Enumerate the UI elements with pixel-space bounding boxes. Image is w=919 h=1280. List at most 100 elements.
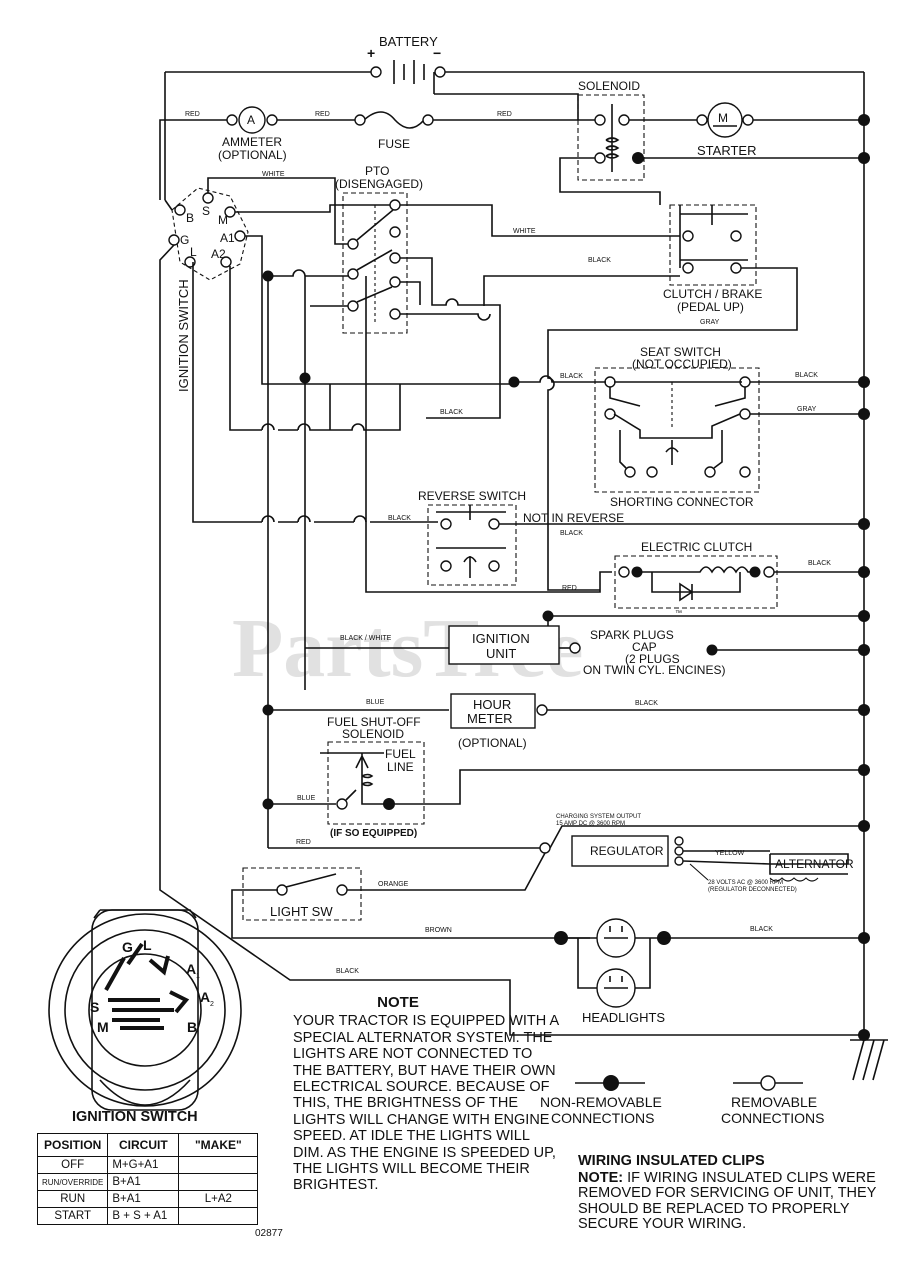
hour-meter-optional: (OPTIONAL) [458, 736, 527, 750]
ammeter-optional: (OPTIONAL) [218, 148, 287, 162]
pto-switch: PTO (DISENGAGED) WHITE [262, 164, 423, 334]
starter: M STARTER [696, 102, 870, 164]
legend: NON-REMOVABLE CONNECTIONS REMOVABLE CONN… [540, 1075, 824, 1126]
crossing-row-430 [261, 384, 401, 431]
fuse-label: FUSE [378, 137, 410, 151]
table-cell-position: RUN [36, 1190, 109, 1208]
fuel-line-label-1: FUEL [385, 747, 416, 761]
term-l: L [190, 245, 197, 259]
wire-black-8: BLACK [635, 700, 658, 707]
table-cell-position: OFF [36, 1156, 109, 1174]
key-s: S [90, 999, 99, 1015]
ignition-switch-terminals: B S M G A1 L A2 IGNITION SWITCH [168, 187, 249, 392]
spark-label-2: CAP [632, 640, 657, 654]
charging-label-1: CHARGING SYSTEM OUTPUT [556, 814, 641, 820]
table-header-make: "MAKE" [178, 1133, 259, 1157]
term-g: G [180, 233, 189, 247]
wire-red-4: RED [562, 585, 577, 592]
junction-ground [858, 1029, 870, 1041]
key-a1: A [186, 961, 196, 977]
hour-meter-label-2: METER [467, 711, 513, 726]
not-in-reverse-label: NOT IN REVERSE [523, 511, 624, 525]
fuel-solenoid: FUEL SHUT-OFF SOLENOID FUEL LINE (IF SO … [262, 715, 870, 839]
term-s: S [202, 204, 210, 218]
table-cell-extra [178, 1173, 259, 1191]
fuel-line-label-2: LINE [387, 760, 414, 774]
key-a1-sub: 1 [196, 973, 200, 980]
key-m: M [97, 1019, 109, 1035]
junction-2 [299, 372, 311, 384]
spark-label-3: (2 PLUGS [625, 652, 680, 666]
wire-black-white: BLACK / WHITE [340, 635, 392, 642]
wire-blue-1: BLUE [366, 699, 385, 706]
wire-black-2: BLACK [560, 373, 583, 380]
wire-red-5: RED [296, 839, 311, 846]
clips-note-text: IF WIRING INSULATED CLIPS WERE REMOVED F… [578, 1169, 877, 1233]
table-cell-extra: L+A2 [178, 1190, 259, 1208]
fuse: FUSE RED RED [277, 111, 596, 151]
spark-label-1: SPARK PLUGS [590, 628, 674, 642]
term-a2: A2 [211, 247, 226, 261]
seat-switch-state: (NOT OCCUPIED) [632, 357, 732, 371]
wire-black-4: BLACK [440, 409, 463, 416]
wire-red-1: RED [185, 111, 200, 118]
non-removable-label-2: CONNECTIONS [551, 1110, 654, 1126]
term-m: M [218, 213, 228, 227]
clutch-brake-switch: CLUTCH / BRAKE (PEDAL UP) WHITE BLACK GR… [513, 204, 798, 591]
light-sw-label: LIGHT SW [270, 904, 333, 919]
fuel-solenoid-label-1: FUEL SHUT-OFF [327, 715, 421, 729]
wire-yellow: YELLOW [715, 850, 745, 857]
shorting-connector-label: SHORTING CONNECTOR [610, 495, 754, 509]
wire-ground-return [159, 244, 864, 1036]
wire-black-1: BLACK [588, 257, 611, 264]
motor-symbol: M [718, 111, 728, 125]
if-so-equipped: (IF SO EQUIPPED) [330, 828, 417, 839]
ac-label-2: (REGULATOR DECONNECTED) [708, 887, 797, 893]
table-cell-extra [178, 1207, 259, 1225]
ignition-table-title: IGNITION SWITCH [72, 1109, 198, 1125]
wire-gray-2: GRAY [797, 406, 817, 413]
key-a2: A [200, 989, 210, 1005]
pto-state: (DISENGAGED) [335, 177, 423, 191]
electric-clutch-label: ELECTRIC CLUTCH [641, 540, 752, 554]
battery-label: BATTERY [379, 34, 438, 49]
removable-label-2: CONNECTIONS [721, 1110, 824, 1126]
starter-label: STARTER [697, 143, 756, 158]
wires-pto [192, 177, 681, 690]
light-switch: LIGHT SW ORANGE [231, 852, 590, 939]
seat-switch-label: SEAT SWITCH [640, 345, 721, 359]
wire-black-5: BLACK [388, 515, 411, 522]
alternator-label: ALTERNATOR [775, 857, 854, 871]
wire-white-1: WHITE [262, 171, 285, 178]
charging-label-2: 15 AMP DC @ 3600 RPM [556, 821, 625, 827]
hour-meter: HOUR METER (OPTIONAL) BLUE BLACK [262, 276, 870, 848]
spark-label-4: ON TWIN CYL. ENCINES) [583, 663, 725, 677]
ignition-table: POSITION CIRCUIT "MAKE" OFF M+G+A1 RUN/O… [36, 1133, 259, 1225]
term-b: B [186, 211, 194, 225]
headlights: BROWN BLACK HEADLIGHTS [425, 918, 870, 1025]
clips-block: WIRING INSULATED CLIPS NOTE: IF WIRING I… [578, 1153, 898, 1233]
table-cell-position: START [36, 1207, 109, 1225]
solenoid: SOLENOID [433, 72, 864, 205]
ignition-switch-vertical-label: IGNITION SWITCH [176, 279, 191, 392]
fuel-solenoid-label-2: SOLENOID [342, 727, 404, 741]
key-g: G [122, 939, 133, 955]
table-header-circuit: CIRCUIT [107, 1133, 180, 1157]
removable-label-1: REMOVABLE [731, 1094, 817, 1110]
watermark-trademark: ™ [675, 610, 682, 617]
battery-plus: + [367, 45, 375, 61]
ammeter: A AMMETER (OPTIONAL) RED [159, 106, 287, 200]
ground-bus [850, 72, 888, 1081]
note-title: NOTE [377, 994, 419, 1011]
drawing-code: 02877 [255, 1228, 283, 1239]
key-b: B [187, 1019, 197, 1035]
wire-black-10: BLACK [336, 968, 359, 975]
key-a2-sub: 2 [210, 1001, 214, 1008]
table-cell-circuit: M+G+A1 [107, 1156, 180, 1174]
solenoid-label: SOLENOID [578, 79, 640, 93]
wire-red-3: RED [497, 111, 512, 118]
wire-black-3: BLACK [795, 372, 818, 379]
wire-white-2: WHITE [513, 228, 536, 235]
hour-meter-label-1: HOUR [473, 697, 511, 712]
charging-system: RED CHARGING SYSTEM OUTPUT 15 AMP DC @ 3… [268, 814, 870, 893]
